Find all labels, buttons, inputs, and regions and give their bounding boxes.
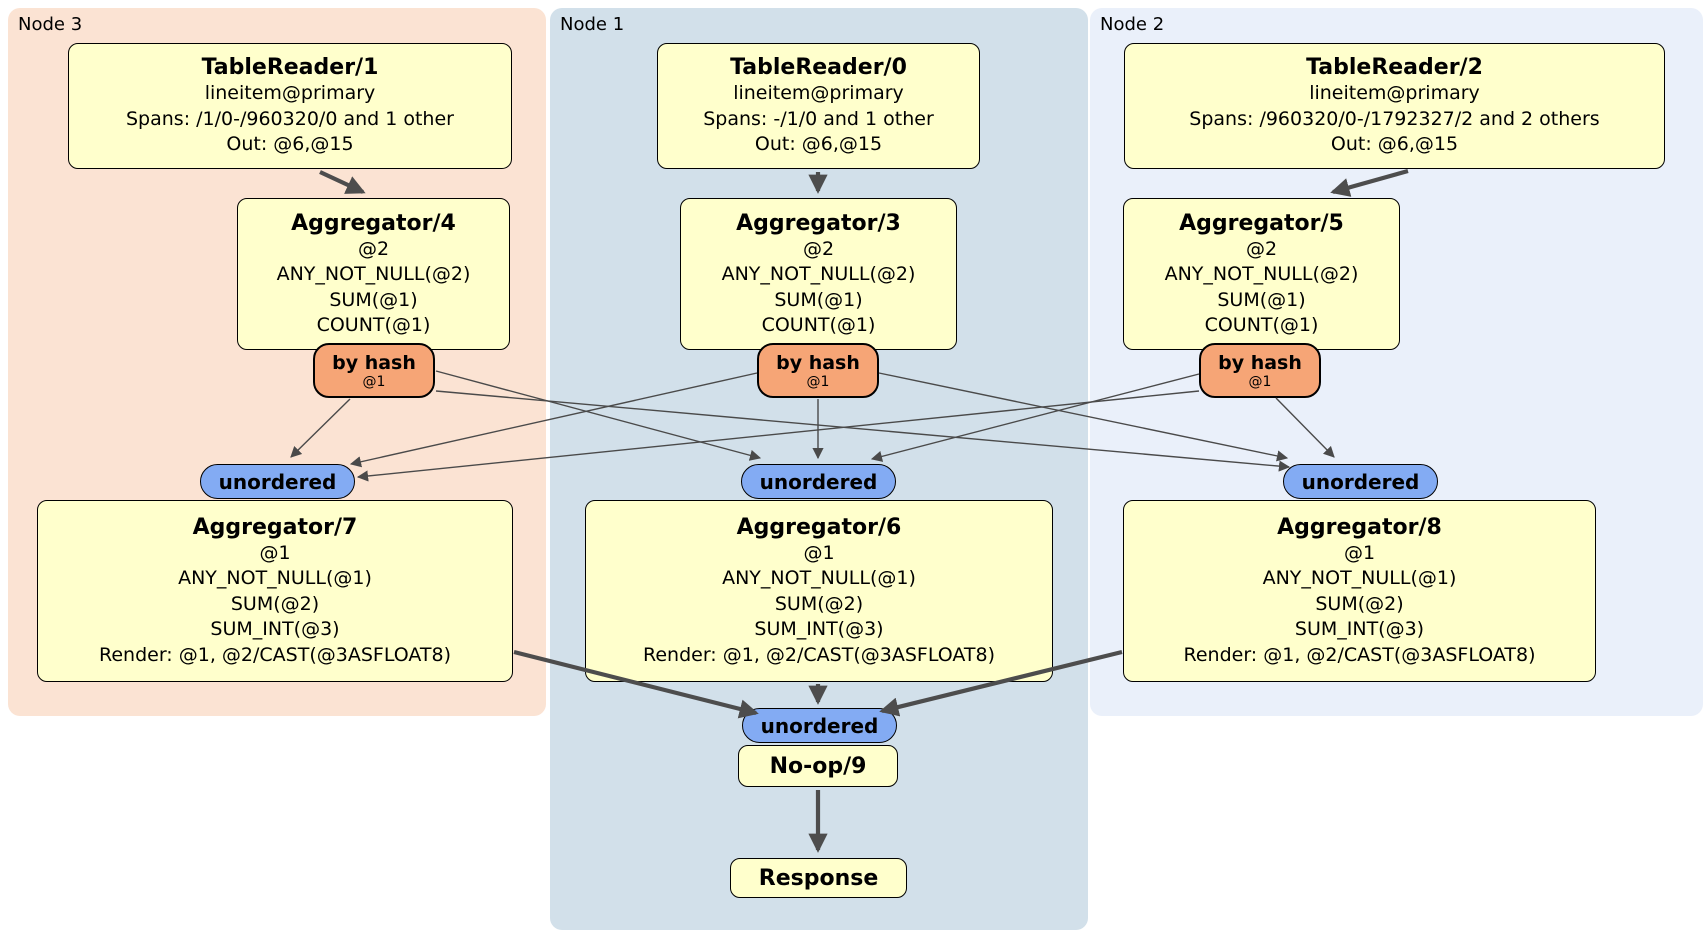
aggregator-5-box: Aggregator/5 @2 ANY_NOT_NULL(@2) SUM(@1)… [1123, 198, 1400, 350]
hash-router-node2: by hash @1 [1199, 343, 1321, 398]
response-title: Response [758, 865, 879, 891]
aggregator-7-group: @1 [259, 541, 291, 564]
aggregator-6-box: Aggregator/6 @1 ANY_NOT_NULL(@1) SUM(@2)… [585, 500, 1053, 682]
aggregator-6-fn2: SUM(@2) [774, 592, 864, 615]
aggregator-6-fn3: SUM_INT(@3) [754, 618, 884, 641]
tablereader-2-box: TableReader/2 lineitem@primary Spans: /9… [1124, 43, 1665, 169]
node2-label: Node 2 [1100, 14, 1165, 35]
aggregator-6-group: @1 [803, 541, 835, 564]
aggregator-5-fn3: COUNT(@1) [1204, 314, 1319, 336]
hash-router-node1-label: by hash [776, 351, 860, 374]
tablereader-2-out: Out: @6,@15 [1330, 133, 1459, 156]
hash-router-node3-label: by hash [332, 351, 416, 374]
tablereader-1-index: lineitem@primary [204, 82, 376, 105]
aggregator-6-render: Render: @1, @2/CAST(@3ASFLOAT8) [643, 643, 995, 666]
aggregator-4-title: Aggregator/4 [291, 210, 456, 236]
aggregator-4-fn2: SUM(@1) [329, 288, 418, 311]
aggregator-7-fn1: ANY_NOT_NULL(@1) [178, 567, 372, 590]
aggregator-8-title: Aggregator/8 [1277, 514, 1442, 540]
aggregator-3-group: @2 [802, 237, 835, 260]
aggregator-3-fn1: ANY_NOT_NULL(@2) [721, 263, 916, 285]
aggregator-4-fn3: COUNT(@1) [316, 314, 431, 336]
tablereader-0-index: lineitem@primary [733, 82, 904, 105]
aggregator-7-fn3: SUM_INT(@3) [210, 618, 340, 641]
aggregator-6-title: Aggregator/6 [736, 514, 902, 540]
response-box: Response [730, 858, 907, 898]
hash-router-node1: by hash @1 [757, 343, 879, 398]
tablereader-0-out: Out: @6,@15 [754, 133, 883, 156]
hash-router-node2-key: @1 [1248, 373, 1272, 390]
unordered-sync-node2: unordered [1283, 464, 1438, 499]
node1-label: Node 1 [560, 14, 625, 35]
aggregator-8-group: @1 [1343, 541, 1376, 564]
aggregator-5-fn2: SUM(@1) [1217, 288, 1306, 311]
aggregator-3-box: Aggregator/3 @2 ANY_NOT_NULL(@2) SUM(@1)… [680, 198, 957, 350]
tablereader-0-spans: Spans: -/1/0 and 1 other [703, 107, 934, 130]
aggregator-8-box: Aggregator/8 @1 ANY_NOT_NULL(@1) SUM(@2)… [1123, 500, 1596, 682]
aggregator-4-group: @2 [357, 237, 390, 260]
aggregator-3-fn2: SUM(@1) [774, 288, 863, 311]
tablereader-1-title: TableReader/1 [201, 55, 379, 81]
tablereader-0-title: TableReader/0 [730, 55, 907, 81]
hash-router-node3-key: @1 [362, 373, 386, 390]
aggregator-7-fn2: SUM(@2) [230, 592, 320, 615]
aggregator-6-fn1: ANY_NOT_NULL(@1) [722, 567, 916, 590]
aggregator-4-fn1: ANY_NOT_NULL(@2) [276, 263, 471, 285]
aggregator-5-title: Aggregator/5 [1179, 210, 1344, 236]
aggregator-5-group: @2 [1245, 237, 1278, 260]
hash-router-node3: by hash @1 [313, 343, 435, 398]
hash-router-node1-key: @1 [806, 373, 830, 390]
tablereader-2-index: lineitem@primary [1309, 82, 1480, 105]
aggregator-8-fn1: ANY_NOT_NULL(@1) [1262, 567, 1457, 590]
aggregator-5-fn1: ANY_NOT_NULL(@2) [1164, 263, 1359, 285]
tablereader-0-box: TableReader/0 lineitem@primary Spans: -/… [657, 43, 980, 169]
aggregator-8-fn2: SUM(@2) [1315, 592, 1404, 615]
aggregator-3-title: Aggregator/3 [736, 210, 901, 236]
unordered-sync-node1: unordered [741, 464, 896, 499]
aggregator-3-fn3: COUNT(@1) [761, 314, 876, 336]
aggregator-4-box: Aggregator/4 @2 ANY_NOT_NULL(@2) SUM(@1)… [237, 198, 510, 350]
tablereader-1-box: TableReader/1 lineitem@primary Spans: /1… [68, 43, 512, 169]
hash-router-node2-label: by hash [1218, 351, 1302, 374]
unordered-sync-node3: unordered [200, 464, 355, 499]
aggregator-7-box: Aggregator/7 @1 ANY_NOT_NULL(@1) SUM(@2)… [37, 500, 513, 682]
noop-box: No-op/9 [738, 745, 898, 787]
tablereader-1-spans: Spans: /1/0-/960320/0 and 1 other [126, 107, 454, 130]
aggregator-7-render: Render: @1, @2/CAST(@3ASFLOAT8) [99, 643, 451, 666]
tablereader-2-spans: Spans: /960320/0-/1792327/2 and 2 others [1189, 107, 1600, 130]
unordered-sync-final: unordered [742, 708, 897, 743]
tablereader-1-out: Out: @6,@15 [226, 133, 354, 156]
aggregator-7-title: Aggregator/7 [192, 514, 358, 540]
node3-label: Node 3 [18, 14, 83, 35]
aggregator-8-render: Render: @1, @2/CAST(@3ASFLOAT8) [1183, 643, 1536, 666]
tablereader-2-title: TableReader/2 [1306, 55, 1483, 81]
noop-title: No-op/9 [769, 753, 867, 779]
aggregator-8-fn3: SUM_INT(@3) [1294, 618, 1425, 641]
